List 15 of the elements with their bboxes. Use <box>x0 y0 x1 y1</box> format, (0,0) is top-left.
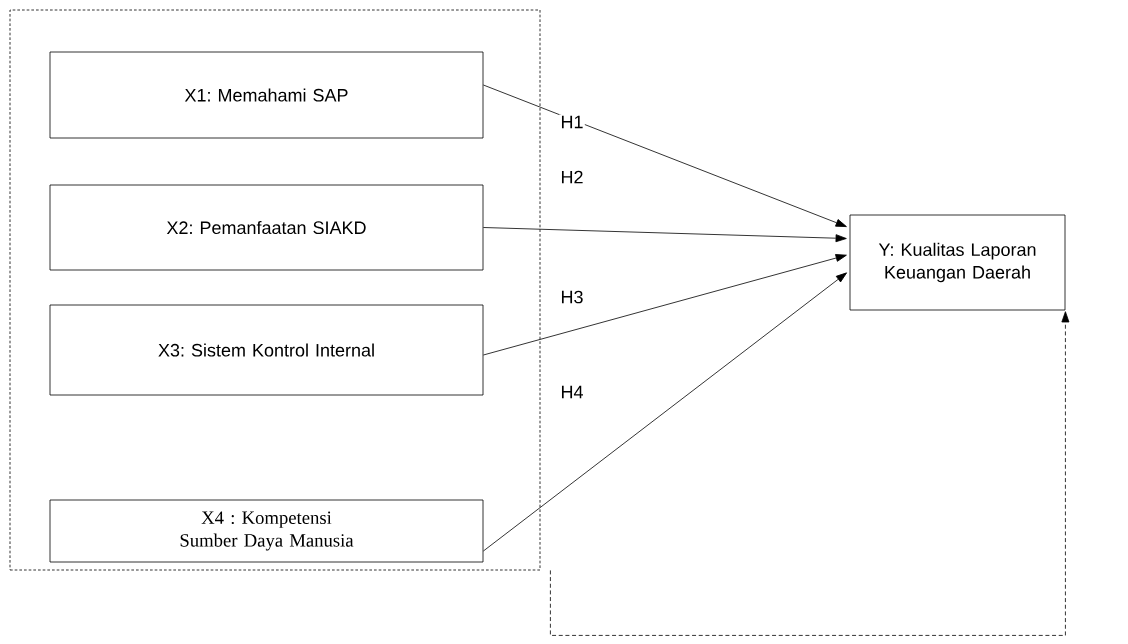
feedback-arrow <box>550 311 1070 636</box>
arrow <box>483 272 847 552</box>
outcome-box: Y: Kualitas Laporan Keuangan Daerah <box>849 214 1066 311</box>
edge-label: H4 <box>559 384 585 400</box>
variable-box: X3: Sistem Kontrol Internal <box>49 304 484 396</box>
edge-label: H3 <box>559 289 585 305</box>
arrow <box>483 227 847 243</box>
variable-box: X1: Memahami SAP <box>49 51 484 139</box>
variable-box: X4 : Kompetensi Sumber Daya Manusia <box>49 499 484 563</box>
dashed-group-box <box>9 9 541 571</box>
edge-label: H1 <box>559 114 585 130</box>
arrow <box>483 254 847 356</box>
edge-label: H2 <box>559 169 585 185</box>
arrow <box>483 84 847 227</box>
variable-box: X2: Pemanfaatan SIAKD <box>49 184 484 271</box>
